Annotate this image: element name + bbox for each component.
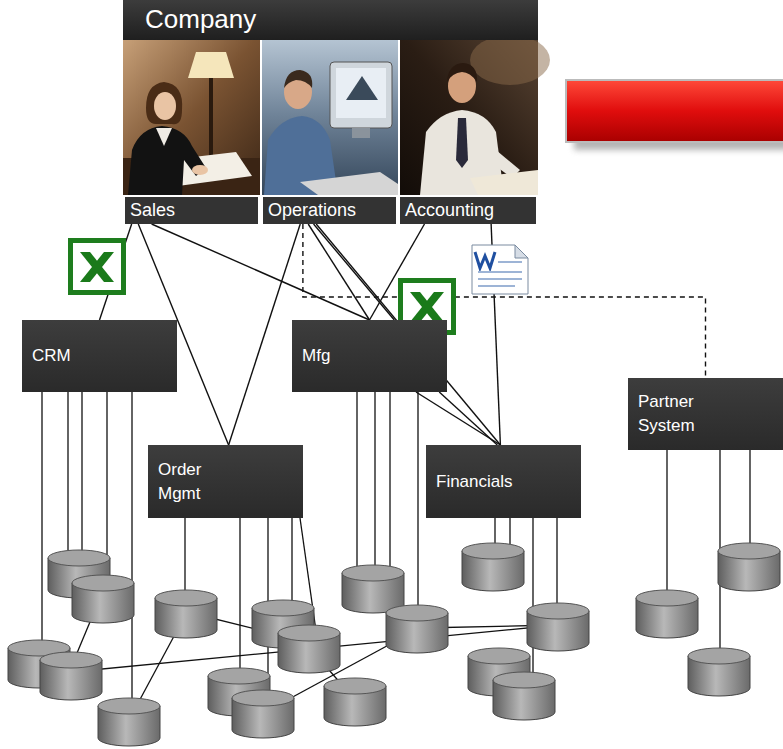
system-name: Partner System [638, 390, 718, 438]
system-box: Mfg [292, 320, 447, 392]
system-box: CRM [22, 320, 177, 392]
panel-heading: Company [145, 4, 256, 35]
sales-photo [123, 35, 260, 195]
operations-photo [262, 35, 398, 195]
red-banner [566, 80, 783, 150]
connector-line [416, 392, 500, 445]
connector-line [229, 224, 301, 445]
system-name: Mfg [302, 344, 330, 368]
connector-line [152, 224, 370, 320]
system-box: Partner System [628, 378, 783, 450]
connector-line [308, 224, 369, 320]
department-label: Sales [125, 197, 258, 224]
connector-line [314, 224, 395, 320]
system-box: Order Mgmt [148, 445, 303, 518]
word-icon [472, 245, 528, 294]
department-name: Accounting [405, 200, 494, 221]
system-name: Financials [436, 470, 513, 494]
excel-icon [68, 238, 126, 295]
system-name: CRM [32, 344, 71, 368]
department-label: Operations [263, 197, 396, 224]
database-cylinders [8, 543, 780, 746]
header-bar: Company [123, 0, 538, 40]
connector-line [439, 392, 497, 445]
department-label: Accounting [400, 197, 536, 224]
system-name: Order Mgmt [158, 458, 238, 506]
system-box: Financials [426, 445, 581, 518]
accounting-photo [400, 35, 550, 195]
company-panel: CompanySales Operations Accounting [123, 0, 538, 222]
department-name: Sales [130, 200, 175, 221]
department-name: Operations [268, 200, 356, 221]
